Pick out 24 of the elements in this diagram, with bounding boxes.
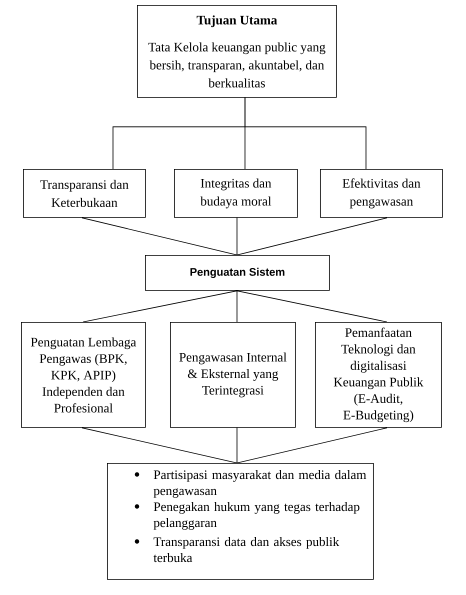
connector-line: [82, 217, 238, 256]
connector-line: [236, 427, 388, 464]
list-box: [107, 463, 374, 580]
connector-line: [236, 290, 238, 322]
process-box: Integritas dan budaya moral: [174, 169, 298, 218]
process-box: Efektivitas dan pengawasan: [320, 169, 443, 218]
process-box: Pengawasan Internal & Eksternal yang Terintegrasi: [170, 322, 296, 428]
list-item: Penegakan hukum yang tegas terhadap pelanggaran: [154, 502, 360, 530]
connector-line: [82, 290, 238, 322]
connector-line: [236, 427, 238, 464]
list-item: Partisipasi masyarakat dan media dalam pengawasan: [154, 470, 366, 498]
process-box: Penguatan Lembaga Pengawas (BPK, KPK, APIP) Independen dan Profesional: [21, 322, 146, 428]
connector-line: [236, 217, 238, 256]
connector-line: [236, 290, 388, 322]
box-heading: Tujuan Utama: [196, 15, 278, 28]
goal-box: [137, 5, 337, 98]
connector-line: [236, 217, 388, 256]
connector-line: [82, 427, 238, 464]
list-item: Transparansi data dan akses publik terbuka: [154, 536, 340, 562]
connector-line: [244, 97, 366, 170]
process-box: Transparansi dan Keterbukaan: [23, 169, 146, 218]
box-text: Tata Kelola keuangan public yang bersih, transparan, akuntabel, dan berkualitas: [148, 42, 326, 88]
process-box: Pemanfaatan Teknologi dan digitalisasi Keuangan Publik (E-Audit, E-Budgeting): [315, 322, 442, 428]
process-box: Penguatan Sistem: [145, 255, 330, 291]
